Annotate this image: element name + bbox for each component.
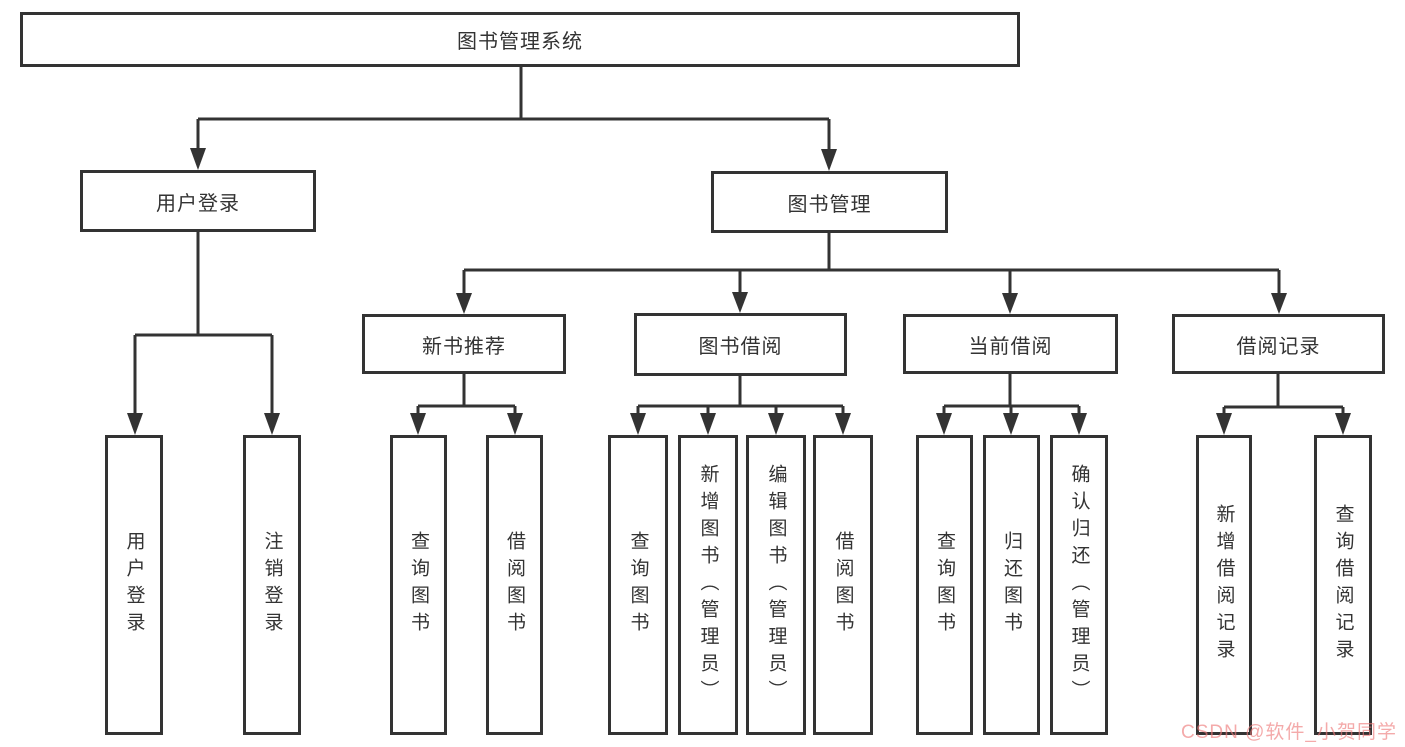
leaf-add-borrow-record: 新增借阅记录 xyxy=(1196,435,1252,735)
leaf-edit-books-admin: 编辑图书（管理员） xyxy=(746,435,806,735)
node-book-management: 图书管理 xyxy=(711,171,948,233)
node-book-borrow: 图书借阅 xyxy=(634,313,847,376)
leaf-user-login: 用户登录 xyxy=(105,435,163,735)
node-root: 图书管理系统 xyxy=(20,12,1020,67)
leaf-logout: 注销登录 xyxy=(243,435,301,735)
leaf-recommend-borrow-books: 借阅图书 xyxy=(486,435,543,735)
leaf-current-query-books: 查询图书 xyxy=(916,435,973,735)
leaf-add-books-admin: 新增图书（管理员） xyxy=(678,435,738,735)
node-borrow-records: 借阅记录 xyxy=(1172,314,1385,374)
leaf-borrow-books: 借阅图书 xyxy=(813,435,873,735)
leaf-borrow-query-books: 查询图书 xyxy=(608,435,668,735)
node-user-login: 用户登录 xyxy=(80,170,316,232)
leaf-query-borrow-record: 查询借阅记录 xyxy=(1314,435,1372,735)
node-current-borrow: 当前借阅 xyxy=(903,314,1118,374)
csdn-watermark: CSDN @软件_小贺同学 xyxy=(1181,722,1397,743)
leaf-confirm-return-admin: 确认归还（管理员） xyxy=(1050,435,1108,735)
leaf-return-books: 归还图书 xyxy=(983,435,1040,735)
leaf-recommend-query-books: 查询图书 xyxy=(390,435,447,735)
node-new-book-recommend: 新书推荐 xyxy=(362,314,566,374)
